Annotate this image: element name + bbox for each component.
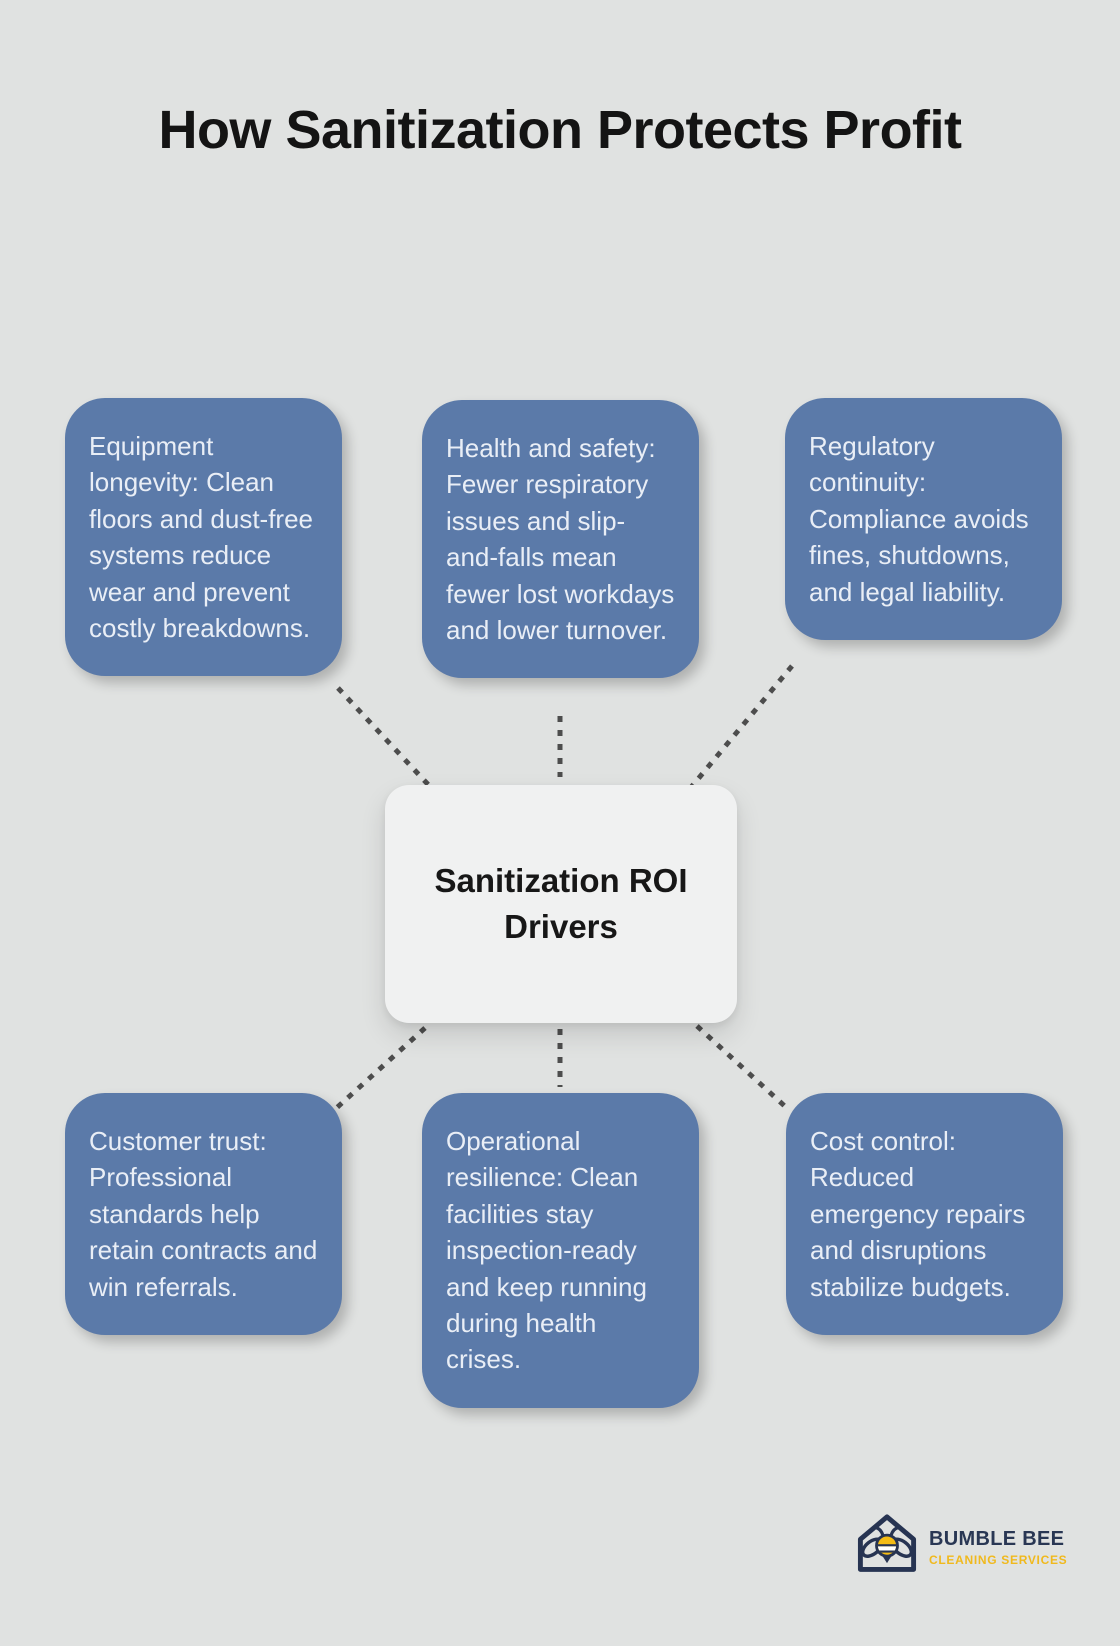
node-cost-control: Cost control: Reduced emergency repairs … bbox=[786, 1093, 1063, 1335]
brand-text-block: BUMBLE BEE CLEANING SERVICES bbox=[929, 1528, 1067, 1567]
page-title: How Sanitization Protects Profit bbox=[158, 100, 962, 160]
central-node-label: Sanitization ROI Drivers bbox=[434, 861, 688, 945]
bee-icon bbox=[860, 1525, 914, 1564]
connector-bottom-left bbox=[330, 1026, 427, 1114]
node-customer-trust: Customer trust: Professional standards h… bbox=[65, 1093, 342, 1335]
node-operational-resilience: Operational resilience: Clean facilities… bbox=[422, 1093, 699, 1408]
node-regulatory-continuity: Regulatory continuity: Compliance avoids… bbox=[785, 398, 1062, 640]
house-outline bbox=[857, 1514, 917, 1572]
node-equipment-longevity: Equipment longevity: Clean floors and du… bbox=[65, 398, 342, 677]
node-health-safety: Health and safety: Fewer respiratory iss… bbox=[422, 400, 699, 679]
central-node: Sanitization ROI Drivers bbox=[385, 785, 737, 1023]
connector-top-right bbox=[686, 664, 794, 793]
brand-logo: BUMBLE BEE CLEANING SERVICES bbox=[852, 1512, 1067, 1582]
connector-bottom-right bbox=[695, 1024, 791, 1112]
connector-top-left bbox=[336, 686, 438, 795]
brand-name: BUMBLE BEE bbox=[929, 1527, 1065, 1550]
bumble-bee-house-icon bbox=[857, 1514, 917, 1572]
brand-tagline: CLEANING SERVICES bbox=[929, 1552, 1068, 1567]
